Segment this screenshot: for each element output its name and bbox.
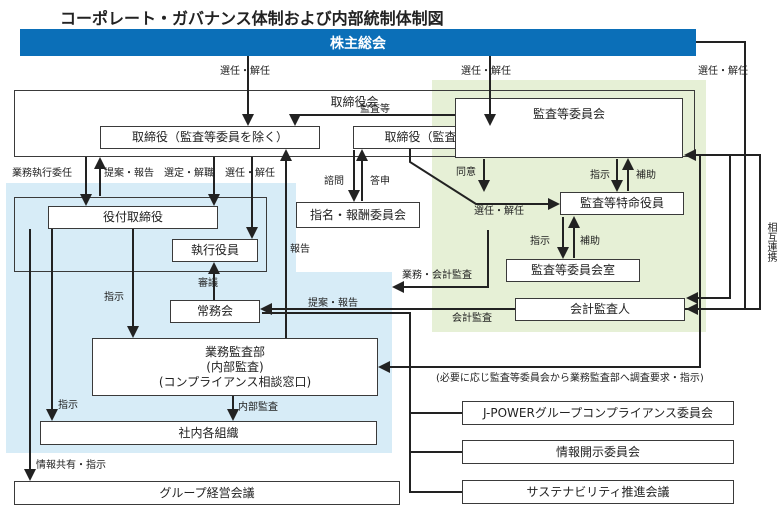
- label-appoint-dismiss: 選定・解職: [164, 168, 214, 179]
- nomination-compensation-committee: 指名・報酬委員会: [296, 202, 420, 228]
- label-audit-etc: 監査等: [360, 104, 390, 115]
- label-report: 報告: [290, 244, 310, 255]
- executive-directors: 役付取締役: [48, 206, 218, 229]
- sustainability-committee: サステナビリティ推進会議: [462, 480, 734, 504]
- label-accounting-audit: 会計監査: [452, 313, 492, 324]
- group-management-meeting: グループ経営会議: [14, 481, 400, 505]
- label-assist-2: 補助: [580, 236, 600, 247]
- label-answer: 答申: [370, 176, 390, 187]
- internal-organizations: 社内各組織: [40, 421, 377, 445]
- shareholders-meeting: 株主総会: [20, 29, 696, 56]
- label-deliberation: 審議: [198, 278, 218, 289]
- diagram-title: コーポレート・ガバナンス体制および内部統制体制図: [60, 9, 444, 28]
- executive-meeting: 常務会: [170, 300, 260, 323]
- proposal-report-line: [262, 312, 462, 493]
- label-elect-5: 選任・解任: [474, 206, 524, 217]
- directors-excluding-audit: 取締役（監査等委員を除く）: [100, 126, 320, 149]
- label-mutual-coordination: 相互連携: [762, 222, 778, 262]
- accounting-auditor: 会計監査人: [515, 298, 685, 321]
- audit-committee-office: 監査等委員会室: [506, 259, 640, 282]
- label-instruction-4: 指示: [58, 400, 78, 411]
- label-business-delegation: 業務執行委任: [12, 168, 72, 179]
- label-internal-audit: 内部監査: [238, 402, 278, 413]
- label-elect-4: 選任・解任: [225, 168, 275, 179]
- mutual-coordination-arrow-up: [684, 149, 761, 310]
- label-elect-2: 選任・解任: [461, 66, 511, 77]
- mutual-coordination-arrow-down: [686, 154, 731, 304]
- label-info-share: 情報共有・指示: [36, 460, 106, 471]
- executive-officers: 執行役員: [172, 239, 258, 262]
- elect-special-officer-arrow: [409, 149, 560, 210]
- audit-special-officer: 監査等特命役員: [560, 192, 684, 215]
- compliance-committee: J-POWERグループコンプライアンス委員会: [462, 401, 734, 425]
- audit-etc-arrow: [289, 114, 455, 126]
- label-business-accounting-audit: 業務・会計監査: [402, 270, 472, 281]
- disclosure-committee: 情報開示委員会: [462, 440, 734, 464]
- audit-committee: 監査等委員会: [455, 98, 683, 158]
- label-inquiry: 諮問: [324, 176, 344, 187]
- board-label: 取締役会: [330, 95, 379, 109]
- internal-audit-department: 業務監査部 (内部監査) (コンプライアンス相談窓口): [92, 338, 378, 396]
- label-request-note: (必要に応じ監査等委員会から業務監査部へ調査要求・指示): [436, 373, 704, 384]
- label-assist-1: 補助: [636, 170, 656, 181]
- label-proposal-report-1: 提案・報告: [104, 168, 154, 179]
- business-accounting-audit-arrow: [392, 230, 489, 293]
- label-instruction-1: 指示: [590, 170, 610, 181]
- elect-accounting-auditor-arrow: [686, 41, 746, 315]
- label-proposal-report-2: 提案・報告: [308, 298, 358, 309]
- label-instruction-3: 指示: [104, 292, 124, 303]
- label-elect-3: 選任・解任: [698, 66, 748, 77]
- label-consent: 同意: [456, 167, 476, 178]
- label-elect-1: 選任・解任: [220, 66, 270, 77]
- request-arrow: [378, 155, 701, 373]
- executive-group: [14, 197, 267, 272]
- label-instruction-2: 指示: [530, 236, 550, 247]
